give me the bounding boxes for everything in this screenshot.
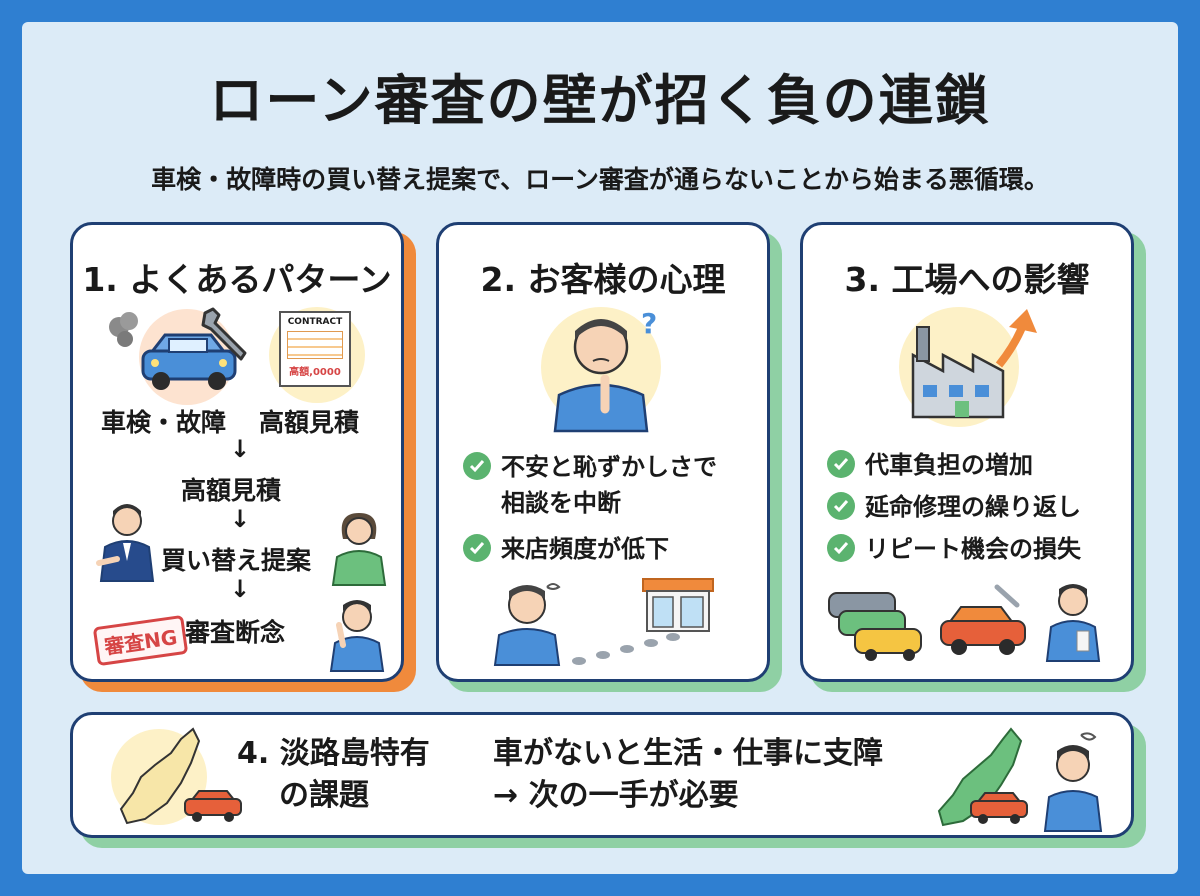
customer-woman-icon xyxy=(331,513,387,586)
stamp-review-ng: 審査NG xyxy=(92,614,189,667)
card-awaji-issue: 4. 淡路島特有 の課題 車がないと生活・仕事に支障 → 次の一手が必要 xyxy=(70,712,1134,838)
island-with-car-icon xyxy=(937,727,1028,827)
check-icon xyxy=(827,492,855,520)
question-mark-icon: ? xyxy=(641,307,657,340)
car-icon xyxy=(109,312,237,390)
check-icon xyxy=(827,450,855,478)
card2-title: 2. お客様の心理 xyxy=(480,260,726,299)
contract-heading: CONTRACT xyxy=(287,317,343,327)
troubled-person-icon xyxy=(493,583,561,666)
check-icon xyxy=(463,534,491,562)
flow-arrow-1: ↓ xyxy=(230,435,251,463)
card3-check-1: 代車負担の増加 xyxy=(827,447,1033,483)
check-text: リピート機会の損失 xyxy=(865,535,1081,563)
confused-person-icon: ? xyxy=(553,307,657,433)
flow-step-high-estimate: 高額見積 xyxy=(181,476,282,505)
repair-car-icon xyxy=(940,584,1026,655)
check-icon xyxy=(827,534,855,562)
card2-check-1: 不安と恥ずかしさで 相談を中断 xyxy=(463,449,717,521)
label-inspection-breakdown: 車検・故障 xyxy=(101,408,227,437)
card4-text-line2: → 次の一手が必要 xyxy=(493,778,739,813)
salesman-icon xyxy=(96,504,155,582)
up-arrow-icon xyxy=(995,323,1027,368)
wrench-icon xyxy=(201,307,247,361)
card-customer-psychology: 2. お客様の心理 ? 不安と恥ずかしさで 相談を中断 来店頻度が低下 xyxy=(436,222,770,682)
card4-text-line1: 車がないと生活・仕事に支障 xyxy=(493,736,883,771)
check-text: 代車負担の増加 xyxy=(865,451,1033,479)
parked-cars-icon xyxy=(828,592,922,661)
worried-man-icon xyxy=(329,600,385,672)
card-factory-impact: 3. 工場への影響 代車負担の増加 延命修理の繰り返し リピート機会の損失 xyxy=(800,222,1134,682)
page-title: ローン審査の壁が招く負の連鎖 xyxy=(209,69,991,132)
contract-icon: CONTRACT 高額,0000 xyxy=(279,311,351,387)
card3-check-2: 延命修理の繰り返し xyxy=(827,489,1081,525)
flow-step-give-up-review: 審査断念 xyxy=(185,618,286,647)
flow-step-replacement-proposal: 買い替え提案 xyxy=(161,546,312,575)
check-text: 来店頻度が低下 xyxy=(501,535,669,563)
label-high-estimate: 高額見積 xyxy=(259,408,360,437)
card3-check-3: リピート機会の損失 xyxy=(827,531,1081,567)
contract-amount: 高額,0000 xyxy=(289,367,341,378)
check-icon xyxy=(463,452,491,480)
footprints-icon xyxy=(572,633,680,665)
check-text: 不安と恥ずかしさで 相談を中断 xyxy=(501,453,717,517)
card-common-pattern: 1. よくあるパターン CONTRACT 高額,0000 車検・故障 高額見積 … xyxy=(70,222,404,682)
shop-icon xyxy=(642,578,714,632)
flow-arrow-3: ↓ xyxy=(230,575,251,603)
island-map-icon xyxy=(119,727,242,825)
mechanic-icon xyxy=(1045,584,1101,662)
worried-resident-icon xyxy=(1043,732,1103,832)
card4-title-line2: の課題 xyxy=(279,778,369,813)
contract-table xyxy=(287,331,343,359)
factory-icon xyxy=(911,309,1037,419)
card2-check-2: 来店頻度が低下 xyxy=(463,531,669,567)
card3-title: 3. 工場への影響 xyxy=(844,260,1090,299)
check-text: 延命修理の繰り返し xyxy=(865,493,1081,521)
page-subtitle: 車検・故障時の買い替え提案で、ローン審査が通らないことから始まる悪循環。 xyxy=(151,165,1049,194)
flow-arrow-2: ↓ xyxy=(230,505,251,533)
card4-title-line1: 4. 淡路島特有 xyxy=(237,736,430,771)
card1-title: 1. よくあるパターン xyxy=(82,260,392,299)
